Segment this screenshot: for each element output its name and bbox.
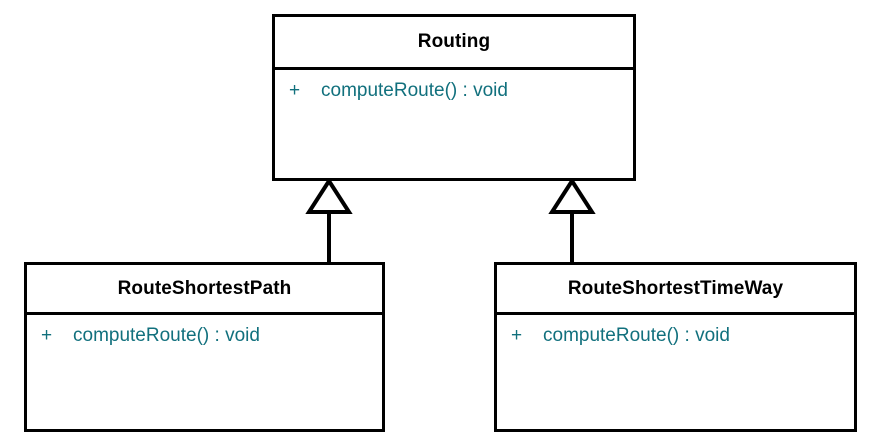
class-name-routing: Routing: [275, 17, 633, 70]
class-members-route-shortest-time-way: + computeRoute() : void: [497, 315, 854, 429]
member-visibility-icon: +: [511, 325, 523, 346]
class-members-routing: + computeRoute() : void: [275, 70, 633, 178]
class-box-routing[interactable]: Routing + computeRoute() : void: [272, 14, 636, 181]
hollow-triangle-arrowhead-right: [548, 177, 596, 214]
member-visibility-icon: +: [289, 80, 301, 101]
class-members-route-shortest-path: + computeRoute() : void: [27, 315, 382, 429]
generalization-edge-right: [548, 177, 596, 264]
member-signature: computeRoute() : void: [73, 325, 260, 346]
class-name-route-shortest-time-way: RouteShortestTimeWay: [497, 265, 854, 315]
class-member-row: + computeRoute() : void: [275, 79, 633, 103]
hollow-triangle-arrowhead-left: [305, 177, 353, 214]
member-visibility-icon: +: [41, 325, 53, 346]
member-signature: computeRoute() : void: [543, 325, 730, 346]
class-box-route-shortest-path[interactable]: RouteShortestPath + computeRoute() : voi…: [24, 262, 385, 432]
class-member-row: + computeRoute() : void: [27, 324, 382, 348]
class-name-route-shortest-path: RouteShortestPath: [27, 265, 382, 315]
class-box-route-shortest-time-way[interactable]: RouteShortestTimeWay + computeRoute() : …: [494, 262, 857, 432]
member-signature: computeRoute() : void: [321, 80, 508, 101]
generalization-edge-left: [305, 177, 353, 264]
class-member-row: + computeRoute() : void: [497, 324, 854, 348]
